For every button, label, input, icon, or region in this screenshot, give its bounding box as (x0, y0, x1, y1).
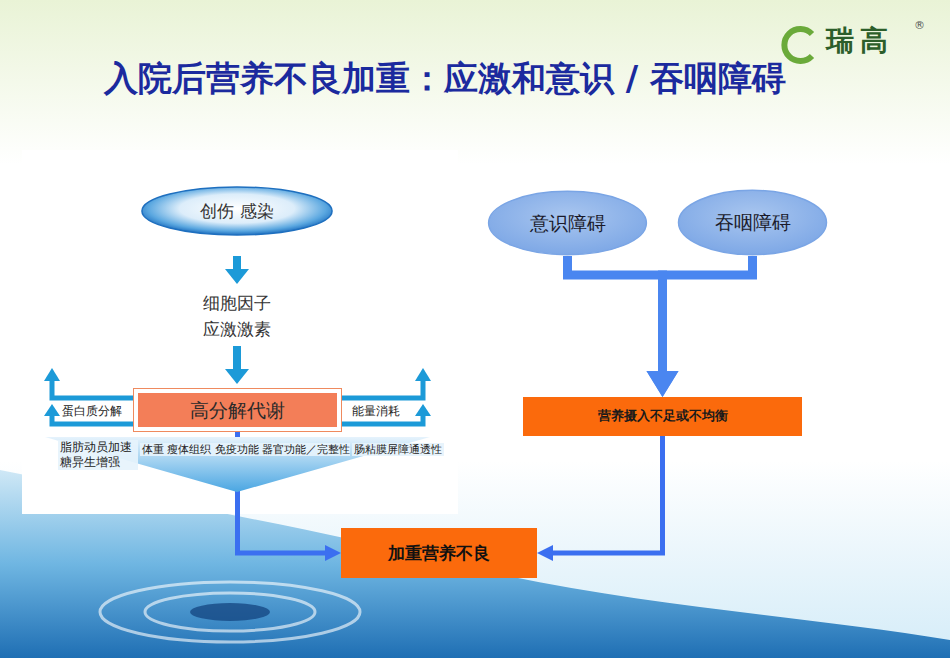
turn-arrow (44, 368, 60, 381)
arrow-label: 能量消耗 (352, 404, 400, 418)
logo-text: 瑞高 (826, 24, 894, 58)
effect-label: 体重 瘦体组织 免疫功能 器官功能／完整性 (140, 443, 350, 456)
connector-line (568, 256, 663, 373)
box-fill: 高分解代谢 (138, 393, 337, 427)
white-panel (22, 150, 458, 514)
down-arrow (233, 346, 241, 370)
effect-label: 肠粘膜屏障通透性 (352, 443, 444, 456)
connector (537, 436, 663, 561)
turn-arrow (415, 368, 431, 381)
arrow-head (325, 545, 341, 561)
title: 入院后营养不良加重：应激和意识 / 吞咽障碍 (60, 58, 830, 98)
turn-arrow (52, 380, 133, 398)
swirl (145, 593, 315, 631)
cause-ellipse: 创伤 感染 (140, 186, 334, 236)
logo-icon (784, 29, 812, 61)
turn-arrow (44, 404, 60, 416)
node-text: 吞咽障碍 (715, 210, 791, 235)
connector-line (663, 256, 753, 373)
process-box: 高分解代谢 (133, 388, 342, 432)
down-arrow (233, 256, 241, 270)
arrow-label: 脂肪动员加速 糖异生增强 (58, 440, 138, 470)
arrow-head (647, 371, 679, 397)
ellipse-shape (142, 187, 332, 235)
ellipse-shape (679, 190, 827, 254)
cause-ellipse: 意识障碍 (487, 190, 648, 256)
stage-label: 细胞因子 应激激素 (197, 290, 277, 342)
arrow-head (647, 371, 679, 397)
node-text: 意识障碍 (530, 211, 606, 236)
connector (647, 256, 753, 397)
arrow-label: 蛋白质分解 (62, 404, 122, 418)
node-text: 加重营养不良 (388, 542, 490, 564)
turn-arrow (342, 380, 423, 398)
connector-line (551, 436, 663, 553)
down-arrow (225, 269, 249, 284)
process-box: 营养摄入不足或不均衡 (523, 397, 802, 436)
swirl-core (190, 603, 270, 621)
node-text: 高分解代谢 (190, 398, 285, 423)
swirl (100, 582, 360, 642)
trademark: ® (914, 20, 925, 32)
node-text: 创伤 感染 (200, 200, 273, 222)
ellipse-shape (489, 191, 647, 254)
down-arrow (225, 369, 249, 384)
result-box: 加重营养不良 (341, 528, 537, 578)
arrow-head (537, 545, 553, 561)
node-text: 营养摄入不足或不均衡 (598, 408, 728, 425)
turn-arrow (415, 404, 431, 416)
cause-ellipse: 吞咽障碍 (677, 189, 828, 256)
